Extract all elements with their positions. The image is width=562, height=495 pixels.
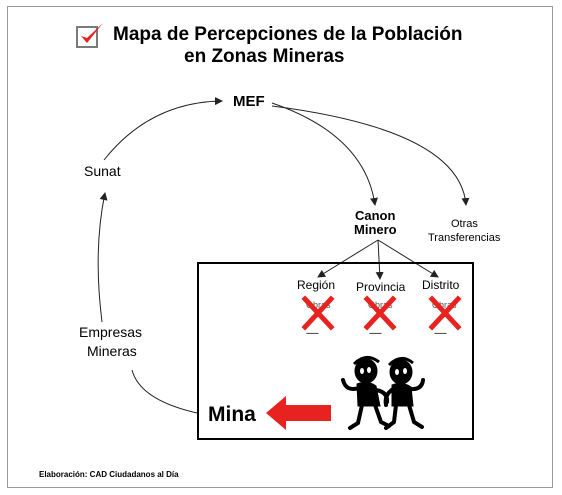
arrow-sunat-to-mef: [103, 97, 223, 161]
region-label: Región: [297, 278, 336, 292]
arrow-canon-to-region: [317, 239, 379, 278]
node-canon-line1: Canon: [355, 208, 396, 223]
node-empresas-line2: Mineras: [87, 343, 137, 359]
node-mina: Mina: [208, 403, 256, 426]
provincia-label: Provincia: [356, 280, 406, 294]
distrito-label: Distrito: [422, 278, 460, 292]
provincia-dashes: ------: [369, 328, 382, 338]
region-obras: Obras: [306, 300, 331, 310]
arrow-canon-to-provincia: [375, 239, 384, 280]
node-canon-line2: Minero: [354, 222, 397, 237]
arrow-mef-to-canon: [271, 102, 378, 206]
arrow-canon-to-distrito: [377, 239, 439, 278]
arrow-mef-to-otras: [271, 105, 470, 206]
provincia-obras: Obras: [368, 300, 393, 310]
checkbox-checked-icon: [76, 23, 103, 48]
title-line-2: en Zonas Mineras: [184, 46, 345, 67]
title-line-1: Mapa de Percepciones de la Población: [113, 24, 463, 45]
region-dashes: ------: [306, 328, 319, 338]
slide-frame: [7, 6, 553, 488]
arrow-mina-to-empresas: [131, 369, 198, 414]
distrito-dashes: ------: [434, 328, 447, 338]
footer-credit: Elaboración: CAD Ciudadanos al Día: [39, 470, 179, 479]
local-government-box: [197, 262, 474, 440]
distrito-obras: Obras: [432, 300, 457, 310]
node-otras-line2: Transferencias: [428, 232, 501, 244]
node-otras-line1: Otras: [451, 218, 478, 230]
arrow-empresas-to-sunat: [97, 192, 108, 323]
node-sunat: Sunat: [84, 163, 121, 179]
node-empresas-line1: Empresas: [79, 324, 143, 340]
node-mef: MEF: [233, 93, 265, 110]
